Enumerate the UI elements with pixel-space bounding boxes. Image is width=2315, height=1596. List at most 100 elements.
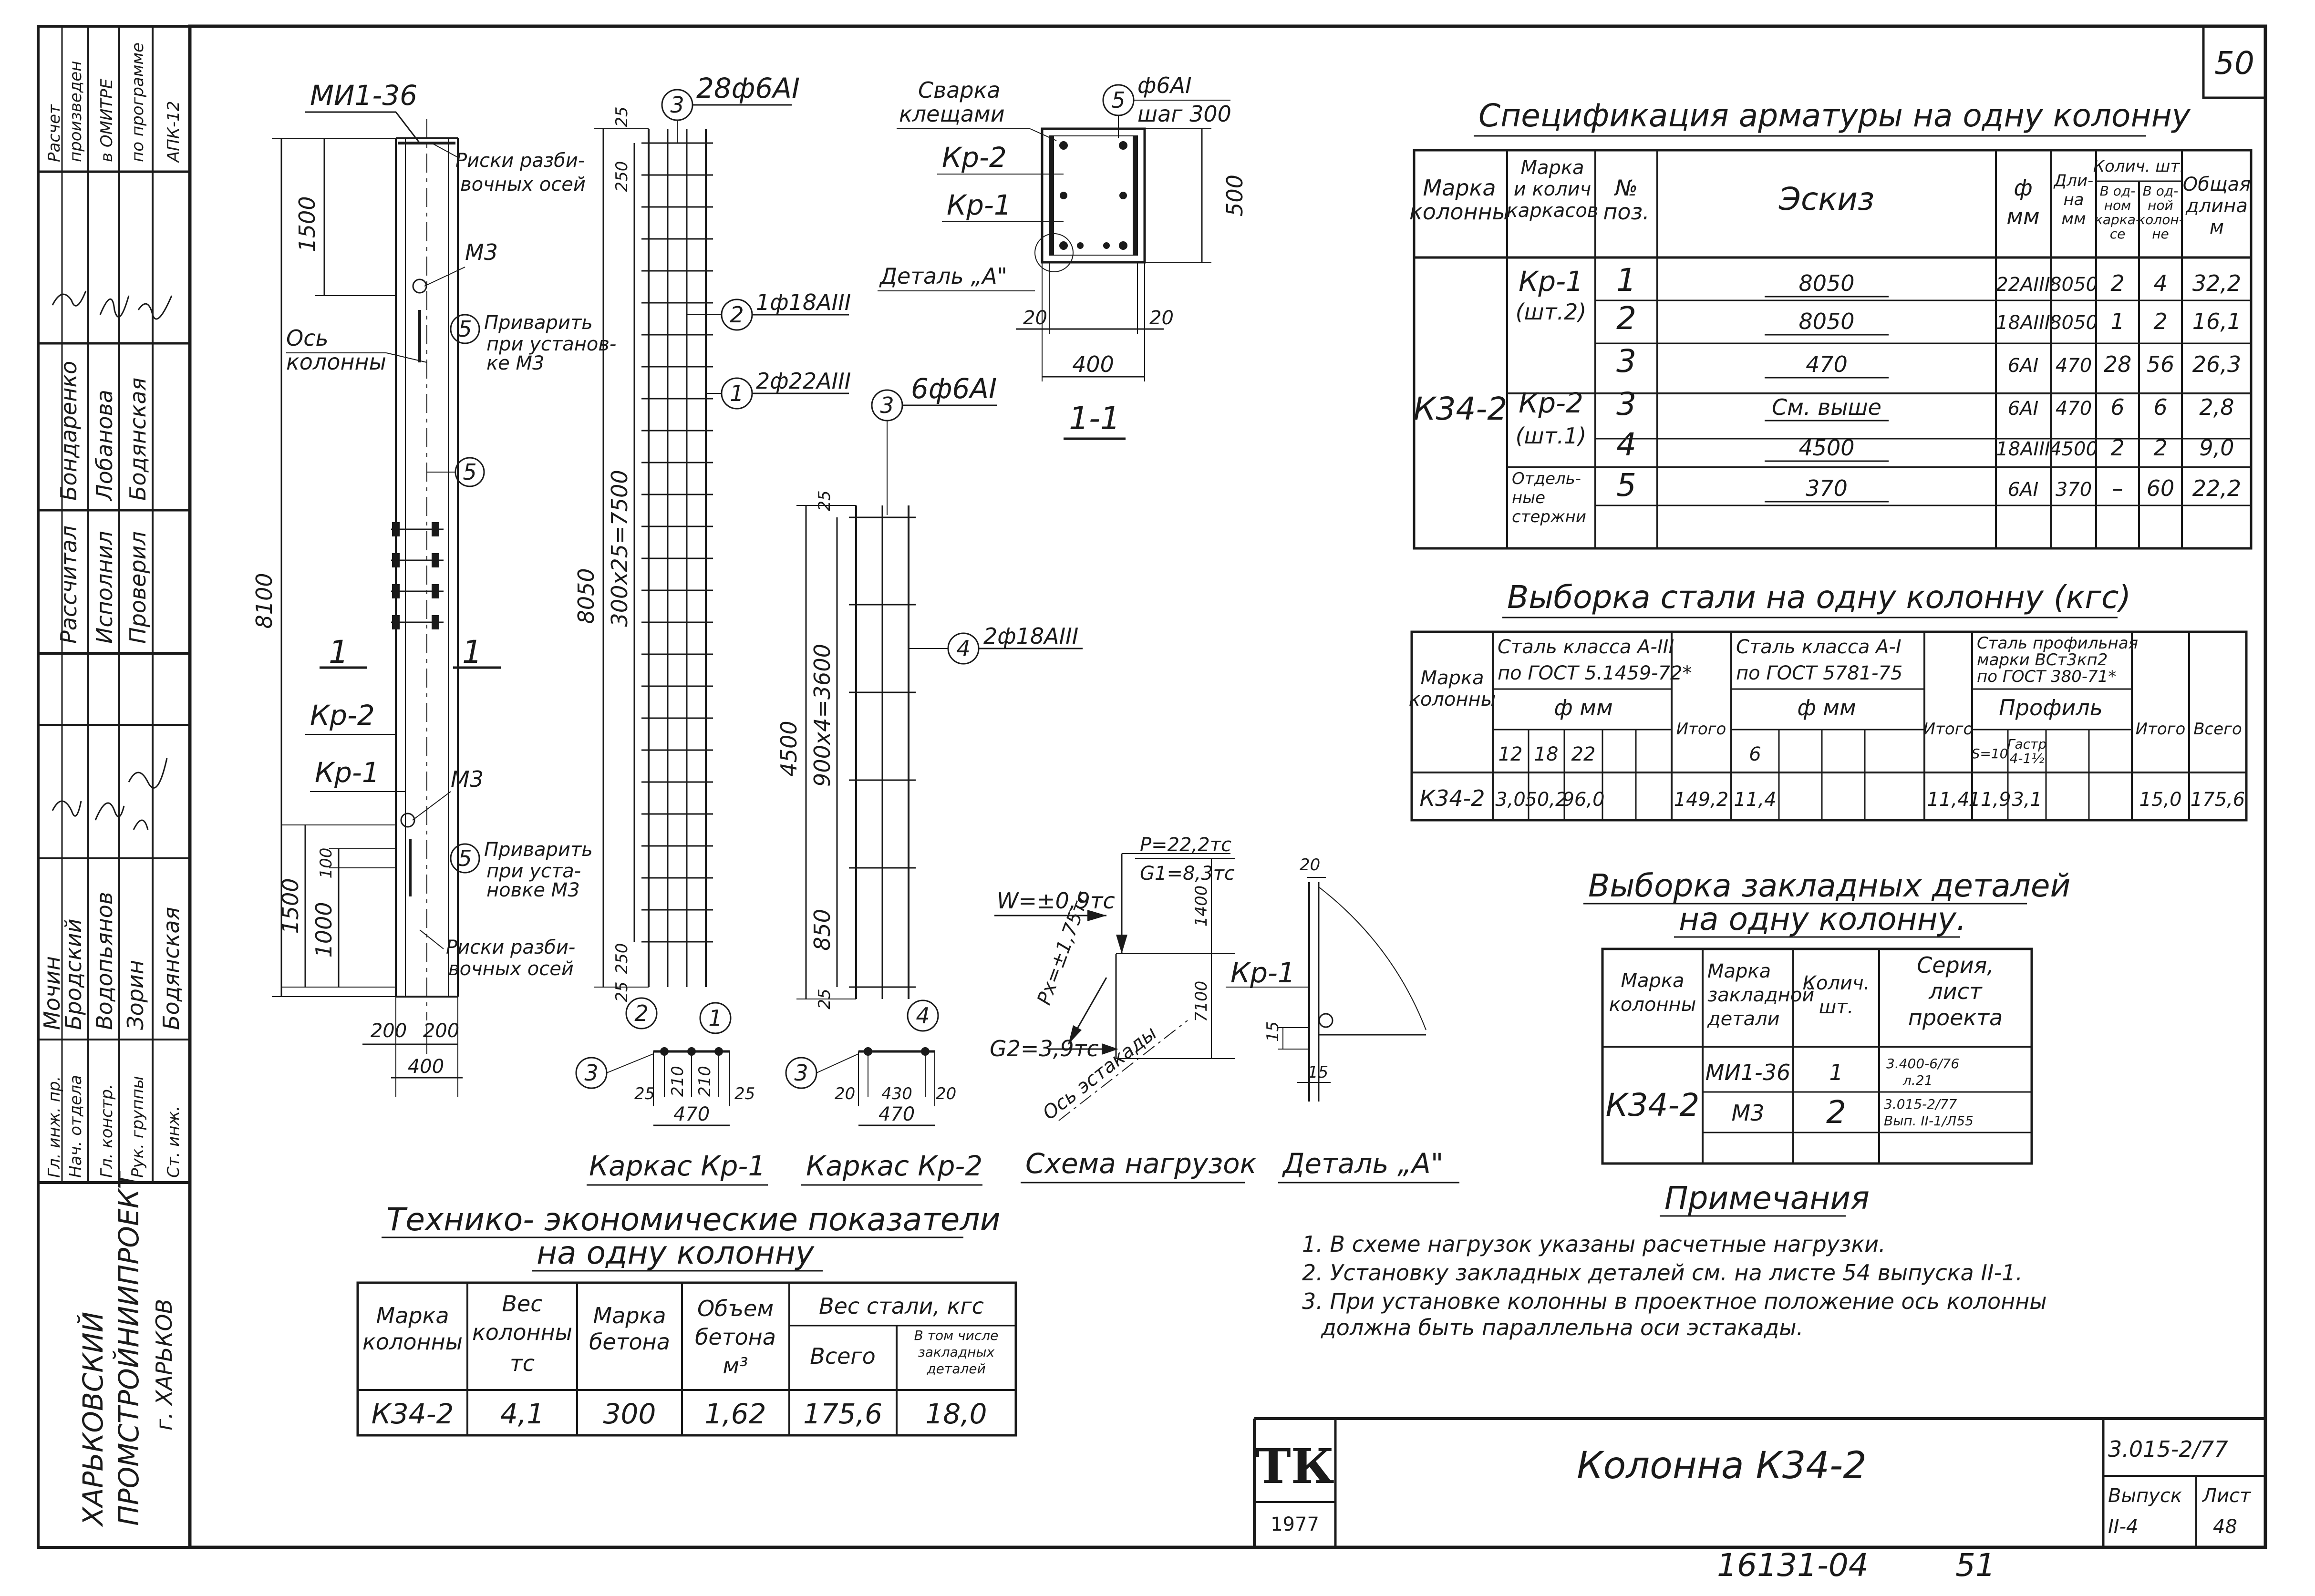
notes-title: Примечания	[1664, 1180, 1870, 1216]
kr1-sec-d2: 210	[668, 1066, 687, 1097]
spec-total-length: 16,1	[2192, 309, 2241, 334]
stamp-role-3: Проверил	[125, 531, 151, 644]
spec-h-in-col-1: В од-	[2143, 183, 2179, 199]
stamp-role-2: Исполнил	[92, 531, 117, 644]
svg-text:на: на	[2063, 190, 2084, 209]
spec-h-len-1: Дли-	[2053, 171, 2094, 190]
kr2-dim-total: 4500	[776, 721, 802, 776]
steel-v22: 96,0	[1562, 789, 1604, 811]
spec-qty-cage: 1	[2110, 309, 2124, 334]
dim-width-200a: 200	[371, 1020, 407, 1042]
kr2-callout-4: 4	[956, 636, 970, 661]
kr2-rebar-4: 2ф18АIII	[983, 623, 1078, 649]
kr2-dim-25-bot: 25	[815, 988, 834, 1009]
steel-v12: 3,0	[1495, 789, 1526, 811]
sec-dim-500: 500	[1222, 175, 1248, 216]
cage-kr1-drawing: 3 28ф6АI 2 1ф18АIII 1 2ф22АIII 8050 300х…	[573, 72, 851, 1186]
spec-sketch: 4500	[1798, 435, 1854, 461]
spec-total-length: 2,8	[2199, 394, 2234, 420]
stamp-note-5: АПК-12	[164, 101, 183, 164]
spec-pos: 1	[1616, 262, 1636, 299]
load-g1: G1=8,3тс	[1140, 863, 1235, 885]
kr2-sec-d1: 20	[835, 1084, 855, 1103]
sec-dim-400: 400	[1072, 351, 1114, 377]
kr2-stirrups	[849, 516, 916, 988]
steel-itogo-1: 149,2	[1674, 789, 1729, 811]
svg-text:м: м	[2210, 216, 2224, 238]
spec-group-kr1-2: (шт.2)	[1516, 299, 1587, 325]
title-issue: II-4	[2108, 1516, 2138, 1538]
svg-text:детали: детали	[1707, 1008, 1780, 1030]
tep-h-concrete-2: бетона	[589, 1329, 670, 1355]
kr1-callout-2: 2	[730, 302, 744, 328]
svg-text:и колич: и колич	[1514, 178, 1592, 200]
section-title-1-1: 1-1	[1069, 400, 1120, 437]
detail-caption: Деталь „А"	[1282, 1147, 1443, 1180]
label-kr2: Кр-2	[310, 699, 375, 731]
svg-text:ке М3: ке М3	[486, 352, 544, 374]
stamp-note-3: в ОМИТРЕ	[97, 78, 116, 162]
detail-dim-15b: 15	[1308, 1063, 1328, 1082]
steel-h-profile: Профиль	[1999, 695, 2103, 721]
steel-h-prof-3: по ГОСТ 380-71*	[1977, 667, 2116, 686]
spec-h-in-cage-1: В од-	[2100, 183, 2136, 199]
dim-column-bot-1000: 1000	[311, 902, 337, 958]
stamp-bname-1: Мочин	[39, 956, 65, 1030]
tep-h-steel-all: Всего	[810, 1343, 875, 1369]
detail-dim-20: 20	[1300, 855, 1320, 875]
spec-group-kr1-1: Кр-1	[1519, 265, 1583, 298]
sec-dim-20-left: 20	[1023, 307, 1047, 329]
dim-column-bot-100: 100	[317, 848, 336, 879]
kr1-callout-3: 3	[670, 92, 684, 118]
kr1-sec-d3: 210	[695, 1066, 714, 1097]
dim-column-top-1500: 1500	[294, 196, 320, 252]
steel-h-gastr: Гастр	[2007, 736, 2046, 752]
kr1-rebar-3: 28ф6АI	[696, 72, 800, 104]
spec-diameter: 18АIII	[1996, 438, 2050, 460]
label-risk-top: Риски разби-	[455, 150, 585, 172]
spec-qty-cage: 6	[2110, 394, 2124, 420]
spec-h-cage-1: Марка	[1520, 157, 1584, 179]
label-sec-kr1: Кр-1	[947, 189, 1012, 221]
spec-h-d-2: мм	[2006, 204, 2039, 229]
kr1-dim-top-25: 25	[612, 106, 631, 127]
steel-itogo-2: 11,4	[1927, 789, 1969, 811]
stamp-brole-1: Гл. инж. пр.	[45, 1076, 64, 1178]
spec-qty-cage: 2	[2110, 435, 2124, 461]
spec-total-length: 22,2	[2192, 475, 2241, 501]
kr1-caption: Каркас Кр-1	[589, 1150, 765, 1182]
spec-sketch: 8050	[1798, 270, 1854, 296]
svg-text:при уста-: при уста-	[486, 860, 581, 882]
spec-qty-column: 2	[2153, 309, 2167, 334]
embed-h-mark-2: колонны	[1609, 994, 1696, 1016]
load-w: W=±0,9тс	[997, 888, 1115, 914]
sec-callout-5: 5	[1111, 87, 1125, 113]
load-dim-7100: 7100	[1192, 981, 1211, 1022]
spec-h-pos-2: поз.	[1603, 199, 1649, 225]
kr1-sec-callout-1: 1	[708, 1005, 722, 1031]
label-axis-1: Ось	[286, 325, 329, 351]
kr2-dim-pitch: 900х4=3600	[809, 644, 835, 787]
section-1-1: Сварка клещами Кр-2 Кр-1 Деталь „А" 5 ф6…	[878, 72, 1248, 440]
steel-h-6: 6	[1749, 743, 1761, 765]
embed-table: Выборка закладных деталей на одну колонн…	[1583, 867, 2070, 1165]
dim-width-400: 400	[408, 1056, 444, 1078]
spec-pos: 3	[1616, 386, 1636, 422]
steel-v18: 50,2	[1525, 789, 1567, 811]
steel-h-itogo-2: Итого	[1923, 720, 1974, 739]
spec-length: 470	[2056, 398, 2092, 420]
drawing-title: Колонна К34-2	[1577, 1444, 1867, 1487]
spec-qty-cage: 2	[2110, 270, 2124, 296]
spec-length: 8050	[2049, 312, 2098, 334]
spec-table: Спецификация арматуры на одну колонну Ма…	[1409, 97, 2253, 550]
kr2-sec-callout-3: 3	[794, 1060, 808, 1086]
spec-total-length: 9,0	[2199, 435, 2234, 461]
kr1-sec-callout-2: 2	[634, 1000, 648, 1026]
dim-column-bot-1500: 1500	[278, 878, 303, 934]
kr2-dim-25-top: 25	[815, 490, 834, 511]
steel-vg: 3,1	[2012, 789, 2042, 811]
tep-weight: 4,1	[500, 1398, 544, 1430]
title-issue-label: Выпуск	[2108, 1485, 2182, 1507]
